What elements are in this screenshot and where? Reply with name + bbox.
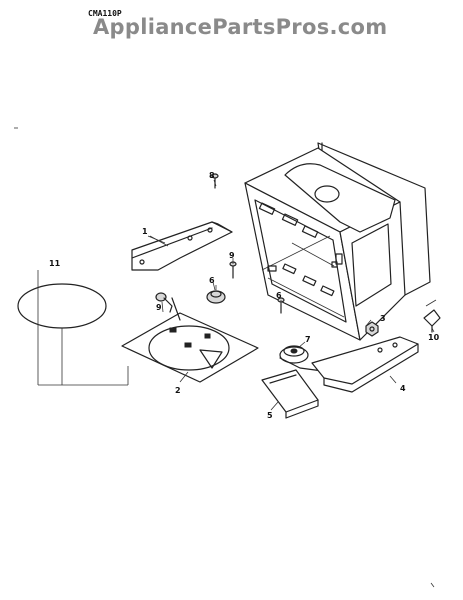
oven-cavity (244, 142, 431, 341)
callout-6b: 6 (276, 291, 282, 300)
margin-mark (430, 582, 435, 588)
callout-9b: 9 (156, 303, 162, 312)
model-number: CMA110P (88, 9, 122, 18)
part-2-floor-plate (121, 312, 259, 383)
callout-5: 5 (267, 411, 273, 420)
watermark: AppliancePartsPros.com (93, 15, 387, 39)
part-4-rail (311, 336, 419, 393)
callout-4: 4 (400, 384, 406, 393)
part-5-tray (261, 369, 319, 419)
part-6-gear (206, 285, 226, 304)
leader-lines (149, 179, 435, 411)
callout-8: 8 (209, 171, 215, 180)
callout-1: 1 (142, 227, 148, 236)
part-9-coupler (155, 292, 181, 321)
part-11-glass-tray (17, 270, 129, 386)
callout-7: 7 (305, 335, 311, 344)
callout-2: 2 (175, 386, 181, 395)
callout-10: 10 (428, 333, 440, 342)
part-3-nut (365, 321, 379, 337)
part-9-screw (229, 261, 237, 279)
callout-9: 9 (229, 251, 235, 260)
part-7-motor (279, 345, 331, 373)
part-1-bracket (131, 221, 233, 271)
callout-6: 6 (209, 276, 215, 285)
callout-3: 3 (380, 314, 386, 323)
callout-11: 11 (49, 259, 61, 268)
part-10-connector (423, 299, 441, 333)
